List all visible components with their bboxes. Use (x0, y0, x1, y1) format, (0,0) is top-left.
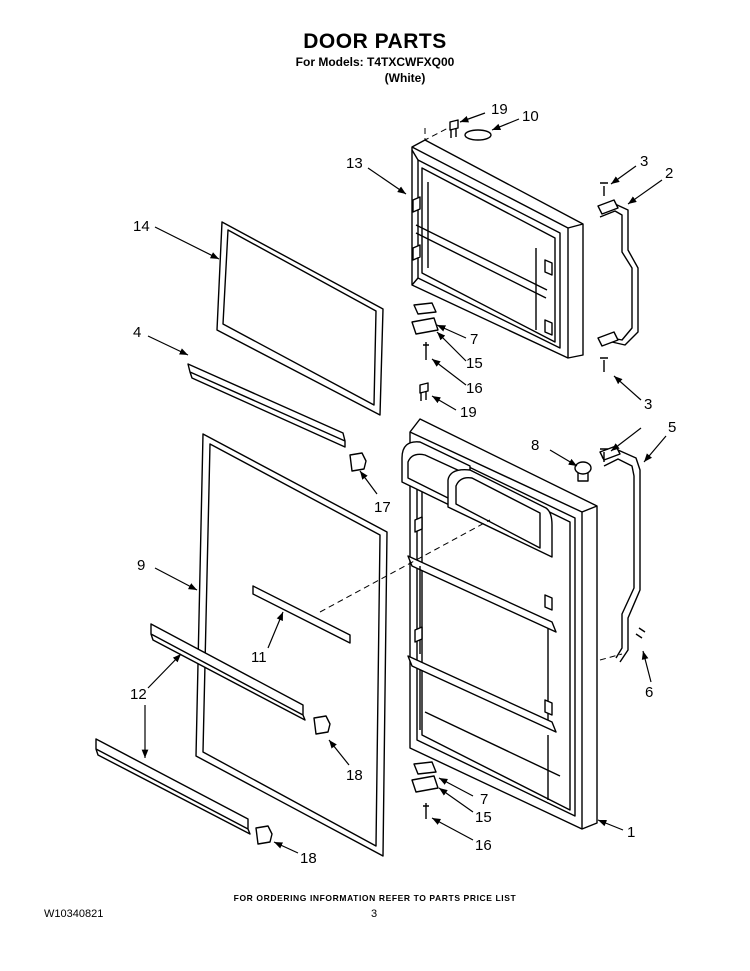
hinge-upper (411, 302, 439, 335)
callout-11: 11 (251, 649, 267, 666)
hinge-washer (464, 129, 492, 141)
hinge-pin-cap-mid (419, 382, 429, 401)
hinge-pin-cap-top (449, 119, 459, 138)
leader-lines (141, 112, 667, 854)
door-trim-lower (95, 738, 251, 835)
callout-labels: 19 10 13 3 2 14 4 7 15 16 19 3 8 5 17 9 … (130, 101, 676, 867)
callout-7: 7 (470, 331, 478, 348)
callout-10: 10 (522, 108, 539, 125)
hinge-bracket-18a (313, 715, 331, 735)
callout-3: 3 (640, 153, 648, 170)
door-trim-upper (150, 623, 306, 721)
callout-12: 12 (130, 686, 147, 703)
callout-5: 5 (668, 419, 676, 436)
callout-1: 1 (627, 824, 635, 841)
models-line: For Models: T4TXCWFXQ00 (295, 55, 455, 69)
mullion-trim (252, 585, 351, 644)
callout-9: 9 (137, 557, 145, 574)
hinge-bracket-18b (255, 825, 273, 845)
callout-2: 2 (665, 165, 673, 182)
callout-8: 8 (531, 437, 539, 454)
freezer-gasket (216, 221, 384, 416)
callout-6: 6 (645, 684, 653, 701)
callout-15: 15 (475, 809, 492, 826)
fresh-food-door (401, 418, 598, 830)
freezer-door (411, 139, 584, 359)
callout-19: 19 (460, 404, 477, 421)
callout-16: 16 (475, 837, 492, 854)
hinge-bracket-17 (349, 452, 367, 472)
door-stop (574, 461, 592, 475)
callout-4: 4 (133, 324, 141, 341)
document-number: W10340821 (44, 908, 104, 920)
color-line: (White) (384, 71, 426, 85)
freezer-trim (187, 363, 346, 448)
page-number: 3 (371, 908, 378, 920)
hinge-lower (411, 761, 439, 793)
ordering-note: FOR ORDERING INFORMATION REFER TO PARTS … (233, 893, 517, 903)
callout-14: 14 (133, 218, 150, 235)
callout-17: 17 (374, 499, 391, 516)
callout-18: 18 (346, 767, 363, 784)
fresh-food-gasket (195, 433, 388, 857)
reference-lines (319, 127, 623, 661)
callout-16: 16 (466, 380, 483, 397)
callout-19: 19 (491, 101, 508, 118)
fresh-food-handle (599, 445, 641, 663)
callout-7: 7 (480, 791, 488, 808)
callout-15: 15 (466, 355, 483, 372)
callout-3: 3 (644, 396, 652, 413)
freezer-handle (597, 199, 639, 347)
page-title: DOOR PARTS (303, 30, 447, 53)
screws (423, 182, 646, 819)
callout-18: 18 (300, 850, 317, 867)
callout-13: 13 (346, 155, 363, 172)
